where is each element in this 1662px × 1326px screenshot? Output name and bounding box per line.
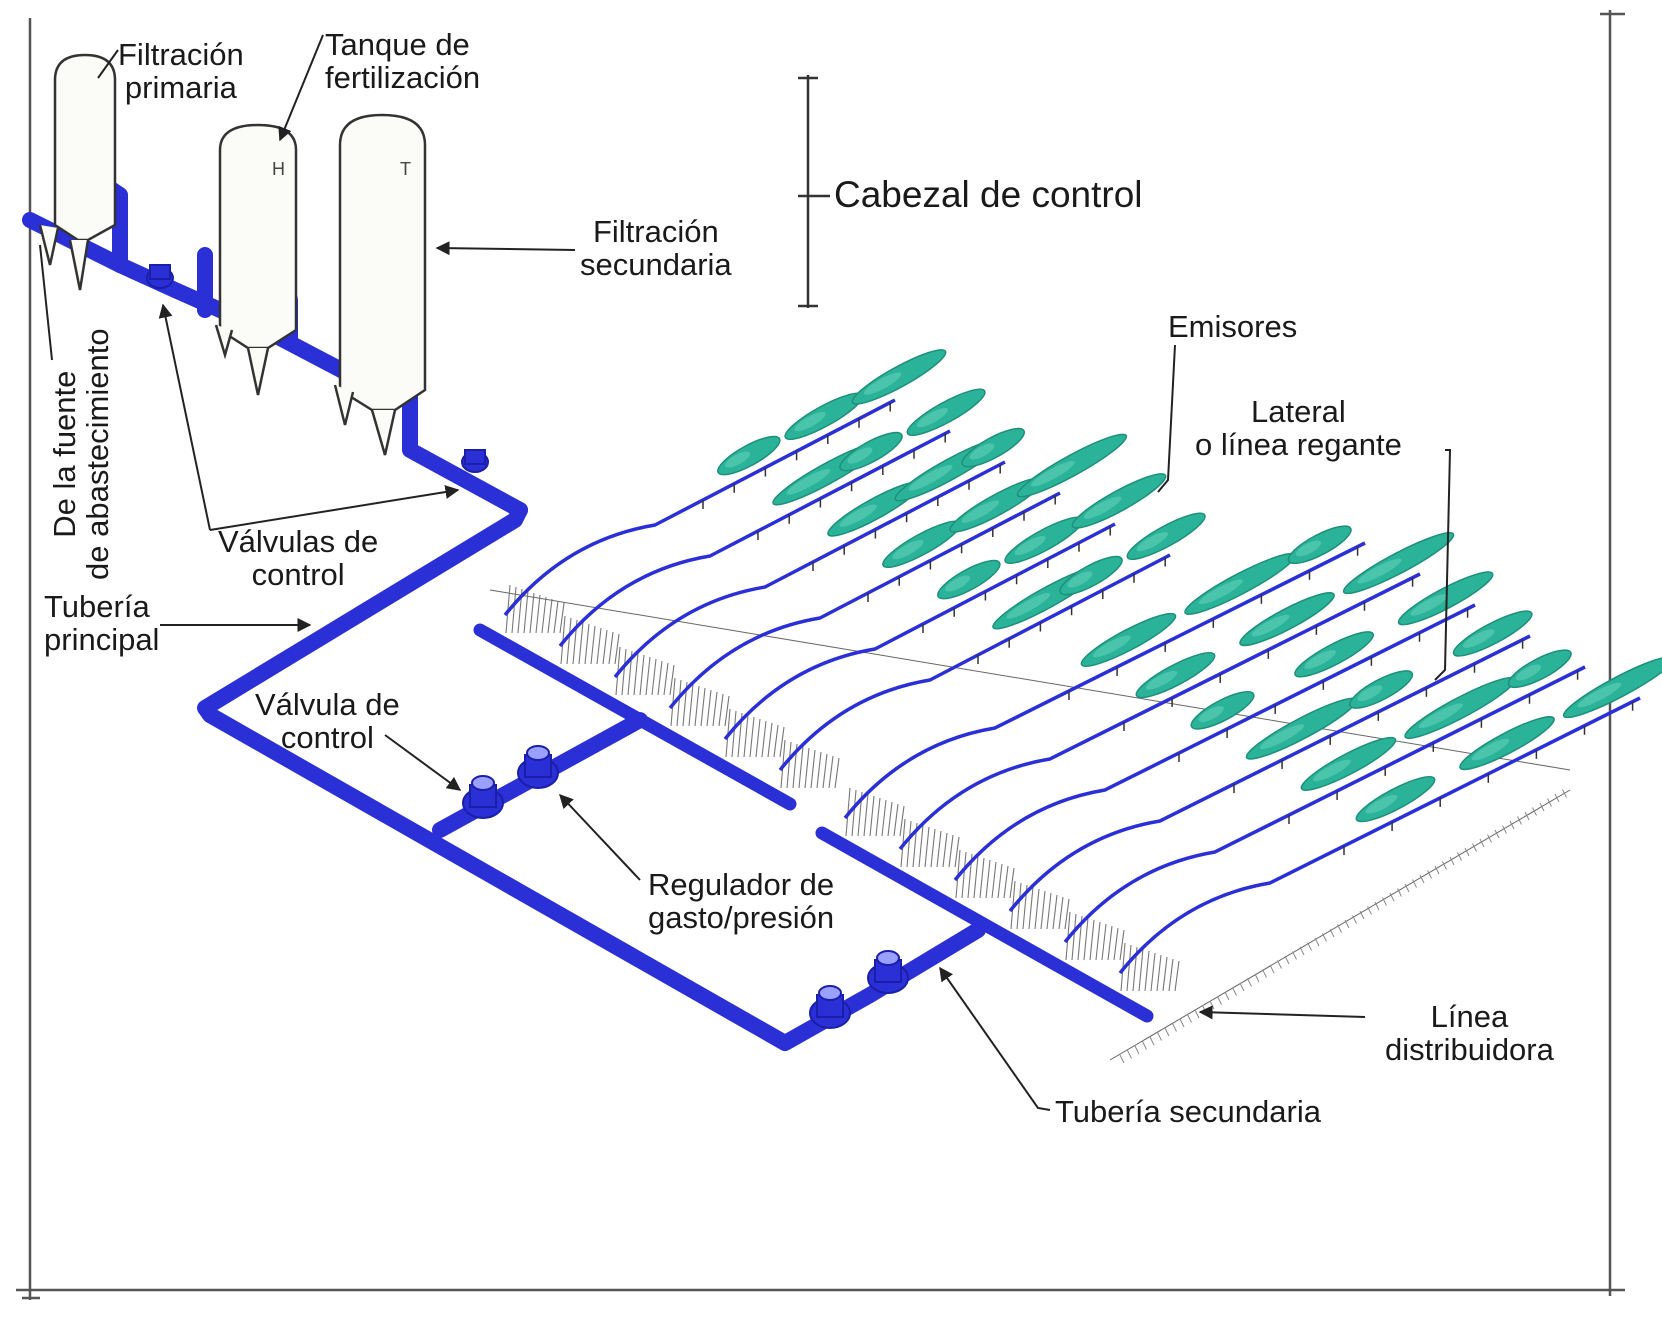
svg-text:T: T xyxy=(400,159,411,179)
label-lateral: Lateralo línea regante xyxy=(1195,395,1402,461)
label-valvula-control: Válvula decontrol xyxy=(255,688,400,754)
lateral-line xyxy=(1010,636,1530,911)
field-ground xyxy=(490,585,1570,1063)
head-valve-2 xyxy=(462,450,488,472)
head-valve-1 xyxy=(147,265,173,288)
plant-row xyxy=(933,554,1004,605)
label-filtracion-primaria: Filtraciónprimaria xyxy=(118,38,244,104)
label-emisores: Emisores xyxy=(1168,310,1297,343)
plant-row xyxy=(1056,550,1127,601)
label-filtracion-secundaria: Filtraciónsecundaria xyxy=(580,215,732,281)
label-regulador: Regulador degasto/presión xyxy=(648,868,834,934)
svg-text:H: H xyxy=(272,159,285,179)
leader-regulador xyxy=(560,795,640,880)
leader-valvulas-1 xyxy=(163,305,210,530)
leader-filtracion-secundaria xyxy=(437,248,575,250)
plant-row xyxy=(713,430,784,481)
plant-row xyxy=(848,343,950,412)
label-valvulas-control: Válvulas decontrol xyxy=(218,525,378,591)
plant-row xyxy=(1187,685,1258,735)
leader-lateral xyxy=(1435,450,1450,680)
plant-row xyxy=(1346,664,1417,714)
label-tuberia-secundaria: Tubería secundaria xyxy=(1055,1095,1321,1128)
distribution-lines xyxy=(480,630,1147,1016)
plant-row xyxy=(1236,586,1339,653)
lateral-line xyxy=(505,400,895,615)
plants xyxy=(713,343,1662,829)
plant-row xyxy=(1284,520,1355,570)
label-fuente-abastecimiento: De la fuentede abastecimiento xyxy=(48,328,114,580)
sector-valve-upper-2 xyxy=(518,746,558,788)
fertilizer-tank: H xyxy=(216,125,296,395)
leader-linea-distribuidora xyxy=(1200,1012,1365,1017)
label-cabezal-control: Cabezal de control xyxy=(834,175,1143,215)
label-tanque-fertilizacion: Tanque defertilización xyxy=(325,28,480,94)
cabezal-bracket xyxy=(798,75,830,308)
plant-row xyxy=(836,426,907,477)
plant-row xyxy=(1456,710,1559,777)
plant-row xyxy=(958,422,1029,473)
plant-row xyxy=(1504,644,1575,694)
leader-emisores xyxy=(1158,345,1175,492)
leader-tanque xyxy=(280,35,323,140)
sector-valve-lower-2 xyxy=(868,951,908,993)
sector-valve-lower-1 xyxy=(810,986,850,1028)
leader-tuberia-secundaria xyxy=(940,968,1050,1110)
label-linea-distribuidora: Líneadistribuidora xyxy=(1385,1000,1554,1066)
label-tuberia-principal: Tuberíaprincipal xyxy=(44,590,159,656)
lateral-line xyxy=(955,605,1475,880)
plant-row xyxy=(1297,730,1400,797)
sector-valve-upper-1 xyxy=(463,776,503,818)
plant-row xyxy=(1077,606,1180,673)
plant-row xyxy=(1068,467,1170,536)
